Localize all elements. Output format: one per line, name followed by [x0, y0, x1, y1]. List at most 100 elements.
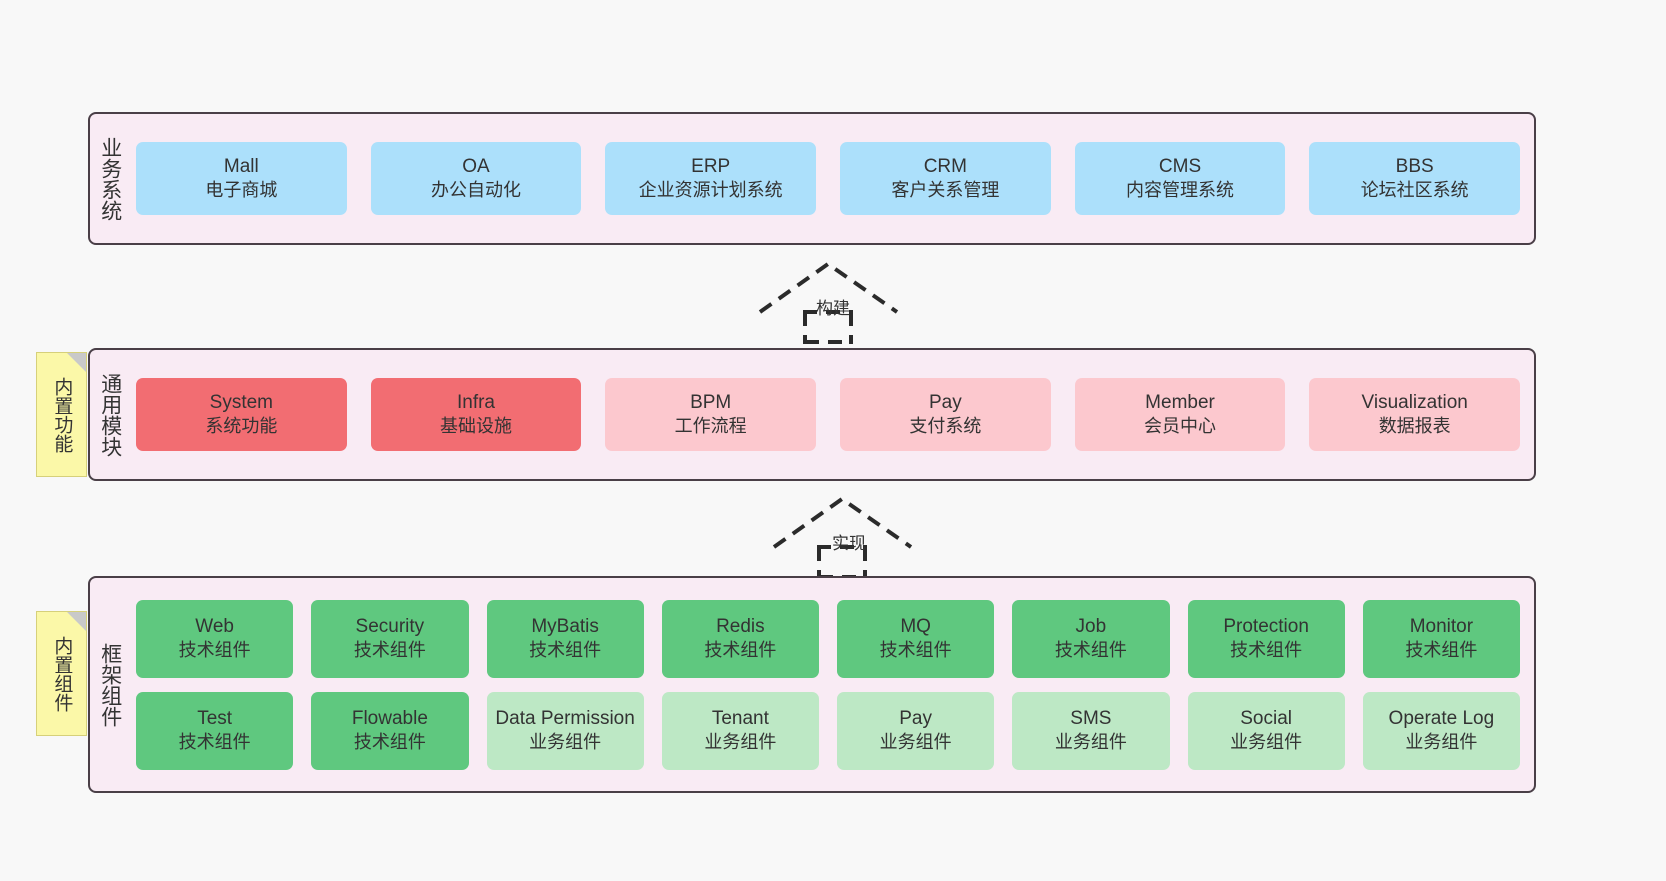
- card-title-en: System: [209, 391, 274, 413]
- card-title-cn: 企业资源计划系统: [638, 180, 783, 201]
- card-title-en: Redis: [716, 615, 765, 637]
- card-title-cn: 技术组件: [353, 732, 426, 753]
- note-builtin-function: 内置功能: [36, 352, 87, 477]
- connector-build: 构建: [756, 258, 901, 344]
- card-title-cn: 基础设施: [440, 416, 512, 437]
- card-title-cn: 技术组件: [1230, 640, 1303, 661]
- layer-body-common-module: System 系统功能 Infra 基础设施 BPM 工作流程 Pay 支付系统…: [130, 350, 1534, 479]
- card-member[interactable]: Member 会员中心: [1074, 378, 1286, 451]
- card-title-en: Web: [195, 615, 234, 637]
- card-title-en: SMS: [1070, 707, 1112, 729]
- card-title-cn: 会员中心: [1144, 416, 1217, 437]
- card-row: Web 技术组件 Security 技术组件 MyBatis 技术组件 Redi…: [136, 599, 1520, 678]
- card-mall[interactable]: Mall 电子商城: [136, 142, 347, 215]
- card-security[interactable]: Security 技术组件: [311, 599, 469, 678]
- card-title-cn: 业务组件: [879, 732, 952, 753]
- card-title-en: Mall: [223, 155, 259, 177]
- card-title-cn: 技术组件: [1054, 640, 1127, 661]
- card-cms[interactable]: CMS 内容管理系统: [1074, 142, 1286, 215]
- card-title-en: Data Permission: [495, 707, 635, 729]
- card-sms[interactable]: SMS 业务组件: [1012, 691, 1170, 770]
- card-title-en: Pay: [899, 707, 932, 729]
- connector-label-build: 构建: [816, 299, 850, 318]
- note-fold-corner-icon: [67, 353, 86, 372]
- card-title-en: OA: [462, 155, 490, 177]
- card-title-en: Pay: [928, 391, 962, 413]
- card-title-cn: 数据报表: [1378, 416, 1451, 437]
- card-title-cn: 业务组件: [704, 732, 777, 753]
- card-data-permission[interactable]: Data Permission 业务组件: [486, 691, 644, 770]
- card-crm[interactable]: CRM 客户关系管理: [840, 142, 1051, 215]
- card-bpm[interactable]: BPM 工作流程: [605, 378, 817, 451]
- card-title-en: MQ: [900, 615, 931, 637]
- card-title-en: Infra: [456, 391, 496, 413]
- card-title-cn: 技术组件: [529, 640, 602, 661]
- layer-title-framework-component: 框架组件: [98, 642, 122, 727]
- card-title-en: ERP: [691, 155, 731, 177]
- card-title-en: Tenant: [711, 707, 769, 729]
- card-system[interactable]: System 系统功能: [136, 378, 347, 451]
- note-text: 内置功能: [51, 376, 73, 453]
- card-title-en: Member: [1145, 391, 1215, 413]
- card-title-en: BBS: [1395, 155, 1434, 177]
- card-pay[interactable]: Pay 支付系统: [840, 378, 1051, 451]
- card-pay-business[interactable]: Pay 业务组件: [837, 691, 995, 770]
- card-web[interactable]: Web 技术组件: [136, 599, 294, 678]
- card-title-en: CMS: [1158, 155, 1202, 177]
- note-fold-corner-icon: [67, 612, 86, 631]
- card-title-en: Job: [1075, 615, 1107, 637]
- card-mq[interactable]: MQ 技术组件: [837, 599, 995, 678]
- card-infra[interactable]: Infra 基础设施: [370, 378, 582, 451]
- card-title-en: Social: [1240, 707, 1292, 729]
- card-title-en: Operate Log: [1388, 707, 1495, 729]
- layer-title-common-module: 通用模块: [98, 372, 122, 457]
- card-title-cn: 技术组件: [704, 640, 777, 661]
- card-title-en: Test: [197, 707, 233, 729]
- card-title-cn: 工作流程: [674, 416, 747, 437]
- note-builtin-component: 内置组件: [36, 611, 87, 736]
- card-bbs[interactable]: BBS 论坛社区系统: [1309, 142, 1521, 215]
- card-title-cn: 办公自动化: [431, 180, 521, 201]
- card-operate-log[interactable]: Operate Log 业务组件: [1362, 691, 1520, 770]
- card-title-cn: 技术组件: [353, 640, 426, 661]
- card-title-cn: 内容管理系统: [1126, 180, 1235, 201]
- card-flowable[interactable]: Flowable 技术组件: [311, 691, 469, 770]
- card-title-cn: 业务组件: [1054, 732, 1127, 753]
- connector-label-implement: 实现: [832, 534, 866, 553]
- card-redis[interactable]: Redis 技术组件: [661, 599, 819, 678]
- card-title-cn: 客户关系管理: [891, 180, 1000, 201]
- layer-framework-component: 框架组件 Web 技术组件 Security 技术组件 MyBatis 技术组件…: [88, 576, 1536, 793]
- card-job[interactable]: Job 技术组件: [1012, 599, 1170, 678]
- layer-business-system: 业务系统 Mall 电子商城 OA 办公自动化 ERP 企业资源计划系统 CRM…: [88, 112, 1536, 245]
- card-title-cn: 支付系统: [909, 416, 982, 437]
- card-social[interactable]: Social 业务组件: [1187, 691, 1345, 770]
- card-row: Mall 电子商城 OA 办公自动化 ERP 企业资源计划系统 CRM 客户关系…: [136, 142, 1521, 215]
- card-title-en: Protection: [1223, 615, 1309, 637]
- note-text: 内置组件: [51, 635, 73, 712]
- card-title-cn: 业务组件: [1405, 732, 1478, 753]
- card-title-cn: 电子商城: [205, 180, 278, 201]
- card-title-en: Visualization: [1361, 391, 1468, 413]
- card-erp[interactable]: ERP 企业资源计划系统: [605, 142, 817, 215]
- card-title-cn: 技术组件: [178, 732, 251, 753]
- connector-implement: 实现: [770, 493, 915, 579]
- card-mybatis[interactable]: MyBatis 技术组件: [486, 599, 644, 678]
- layer-body-business-system: Mall 电子商城 OA 办公自动化 ERP 企业资源计划系统 CRM 客户关系…: [130, 114, 1534, 243]
- card-protection[interactable]: Protection 技术组件: [1187, 599, 1345, 678]
- layer-body-framework-component: Web 技术组件 Security 技术组件 MyBatis 技术组件 Redi…: [130, 578, 1534, 791]
- layer-title-business-system: 业务系统: [98, 136, 122, 221]
- layer-common-module: 通用模块 System 系统功能 Infra 基础设施 BPM 工作流程 Pay…: [88, 348, 1536, 481]
- card-row: System 系统功能 Infra 基础设施 BPM 工作流程 Pay 支付系统…: [136, 378, 1521, 451]
- card-title-cn: 系统功能: [205, 416, 278, 437]
- card-tenant[interactable]: Tenant 业务组件: [661, 691, 819, 770]
- card-visualization[interactable]: Visualization 数据报表: [1309, 378, 1521, 451]
- card-title-cn: 技术组件: [178, 640, 251, 661]
- card-monitor[interactable]: Monitor 技术组件: [1362, 599, 1520, 678]
- card-test[interactable]: Test 技术组件: [136, 691, 294, 770]
- card-title-en: Monitor: [1409, 615, 1474, 637]
- card-oa[interactable]: OA 办公自动化: [370, 142, 582, 215]
- card-title-en: CRM: [923, 155, 967, 177]
- card-title-en: MyBatis: [531, 615, 599, 637]
- card-row: Test 技术组件 Flowable 技术组件 Data Permission …: [136, 691, 1520, 770]
